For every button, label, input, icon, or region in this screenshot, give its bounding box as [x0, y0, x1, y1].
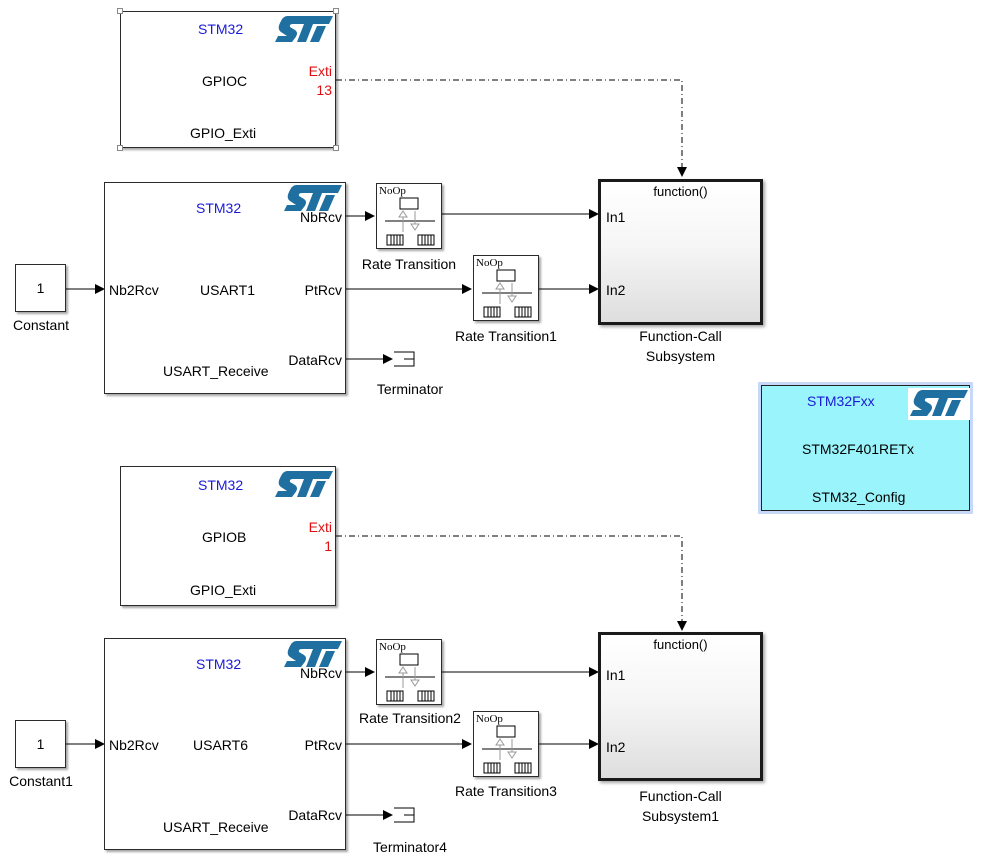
constant-block[interactable]: 1 [15, 264, 66, 312]
usart-peripheral-label: USART6 [193, 737, 248, 753]
gpio-block-header: STM32 [198, 477, 244, 493]
trigger-line-exti13[interactable] [336, 79, 687, 177]
port-nb2rcv: Nb2Rcv [109, 282, 159, 298]
usart-block-name: USART_Receive [163, 819, 269, 835]
terminator4-icon[interactable] [394, 807, 415, 823]
gpio-block-name: GPIO_Exti [190, 125, 257, 141]
rate-transition3-label: Rate Transition3 [455, 783, 557, 799]
rt-mode-label: NoOp [379, 185, 406, 197]
exti-output-label: Exti [308, 63, 332, 79]
terminator4-label: Terminator4 [373, 839, 447, 855]
port-nbrcv: NbRcv [299, 665, 342, 681]
usart-block-header: STM32 [196, 200, 242, 216]
port-ptrcv: PtRcv [304, 737, 342, 753]
selection-handle[interactable] [333, 145, 339, 151]
exti-output-number: 1 [324, 538, 332, 554]
gpio-block-header: STM32 [198, 21, 244, 37]
port-ptrcv: PtRcv [304, 282, 342, 298]
constant1-block[interactable]: 1 [15, 720, 66, 768]
subsystem1-label-line2: Subsystem1 [641, 808, 720, 824]
function-call-subsystem[interactable]: function() In1 In2 [598, 179, 763, 325]
constant1-label: Constant1 [9, 773, 73, 789]
terminator-label: Terminator [376, 381, 444, 397]
st-logo-icon [282, 183, 344, 218]
rate-transition-label: Rate Transition [361, 256, 457, 272]
subsystem-label-line1: Function-Call [639, 328, 722, 344]
function-call-subsystem1[interactable]: function() In1 In2 [598, 632, 763, 781]
gpio-exti-block-b[interactable]: STM32 GPIOB Exti 1 GPIO_Exti [120, 466, 336, 606]
input-port-in1: In1 [606, 209, 626, 225]
input-port-in1: In1 [606, 667, 626, 683]
exti-output-number: 13 [316, 82, 332, 98]
rt-mode-label: NoOp [476, 257, 503, 269]
usart-block-name: USART_Receive [163, 363, 269, 379]
input-port-in2: In2 [606, 739, 626, 755]
gpio-block-name: GPIO_Exti [190, 582, 257, 598]
rate-transition1-label: Rate Transition1 [455, 328, 557, 344]
trigger-line-exti1[interactable] [336, 535, 687, 631]
rate-transition2-block[interactable]: NoOp [376, 639, 442, 705]
port-datarcv: DataRcv [288, 807, 342, 823]
selection-handle[interactable] [117, 8, 123, 14]
terminator-icon[interactable] [394, 351, 415, 367]
st-logo-icon [273, 469, 335, 504]
trigger-port-label: function() [653, 184, 708, 199]
usart-receive-block-6[interactable]: STM32 NbRcv Nb2Rcv USART6 PtRcv DataRcv … [104, 638, 346, 850]
config-device-label: STM32F401RETx [802, 441, 915, 457]
config-block-name: STM32_Config [812, 489, 906, 505]
exti-output-label: Exti [308, 519, 332, 535]
rate-transition1-block[interactable]: NoOp [473, 255, 539, 321]
stm32-config-block[interactable]: STM32Fxx STM32F401RETx STM32_Config [758, 382, 973, 514]
rate-transition-block[interactable]: NoOp [376, 183, 442, 249]
subsystem-label-line2: Subsystem [645, 348, 716, 364]
gpio-port-label: GPIOC [202, 73, 248, 89]
port-nb2rcv: Nb2Rcv [109, 737, 159, 753]
st-logo-icon [273, 14, 335, 49]
config-block-header: STM32Fxx [807, 393, 875, 409]
subsystem1-label-line1: Function-Call [639, 788, 722, 804]
trigger-port-label: function() [653, 637, 708, 652]
port-nbrcv: NbRcv [299, 209, 342, 225]
rate-transition2-label: Rate Transition2 [359, 710, 461, 726]
st-logo-icon [282, 639, 344, 674]
usart-block-header: STM32 [196, 656, 242, 672]
gpio-exti-block-c[interactable]: STM32 GPIOC Exti 13 GPIO_Exti [120, 11, 336, 148]
rate-transition3-block[interactable]: NoOp [473, 711, 539, 777]
rt-mode-label: NoOp [379, 641, 406, 653]
selection-handle[interactable] [333, 8, 339, 14]
input-port-in2: In2 [606, 282, 626, 298]
usart-peripheral-label: USART1 [200, 282, 255, 298]
usart-receive-block-1[interactable]: STM32 NbRcv Nb2Rcv USART1 PtRcv DataRcv … [104, 182, 346, 394]
rt-mode-label: NoOp [476, 713, 503, 725]
selection-handle[interactable] [117, 145, 123, 151]
constant-label: Constant [12, 317, 70, 333]
gpio-port-label: GPIOB [202, 529, 247, 545]
constant-value: 1 [36, 280, 45, 296]
port-datarcv: DataRcv [288, 352, 342, 368]
constant-value: 1 [36, 736, 45, 752]
st-logo-icon [908, 388, 970, 420]
